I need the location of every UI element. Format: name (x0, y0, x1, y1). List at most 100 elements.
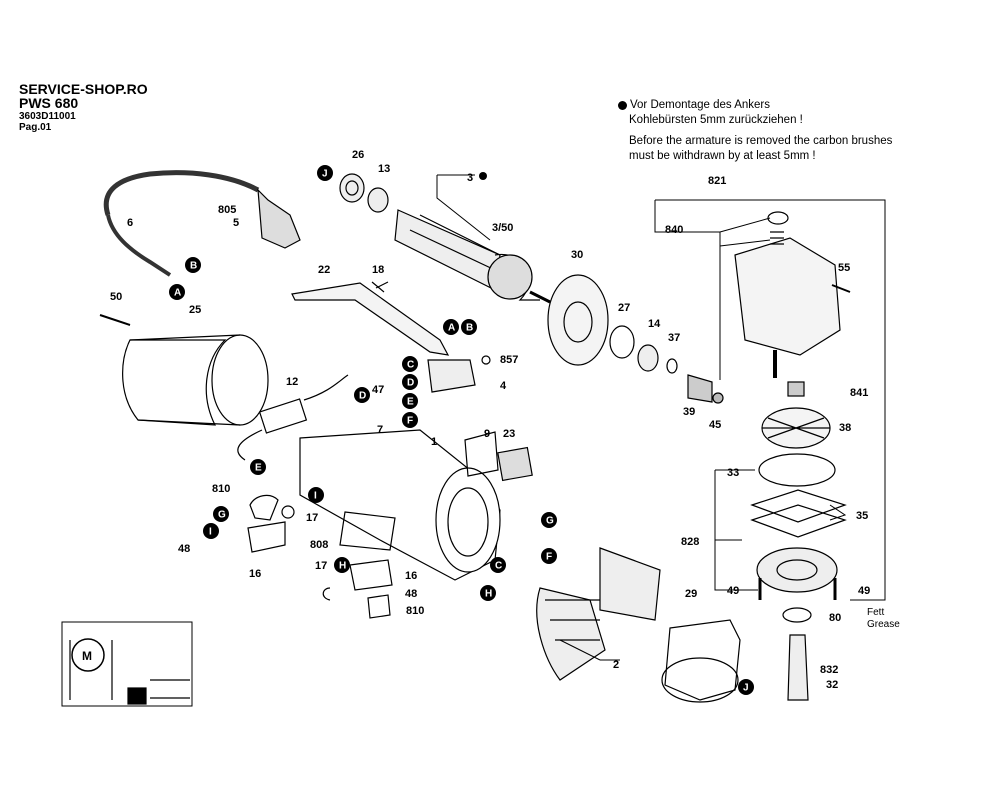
header-block: SERVICE-SHOP.RO PWS 680 3603D11001 Pag.0… (19, 82, 148, 133)
callout-letter: F (546, 552, 552, 563)
label-30: 30 (571, 249, 583, 261)
label-27: 27 (618, 302, 630, 314)
callout-circle-icon (541, 548, 557, 564)
label-810-b: 810 (406, 605, 424, 617)
label-828: 828 (681, 536, 699, 548)
callout-circle-icon (402, 374, 418, 390)
label-16-b: 16 (405, 570, 417, 582)
model-name: PWS 680 (19, 95, 79, 111)
callout-letter: A (174, 288, 181, 299)
note-en-line2: must be withdrawn by at least 5mm ! (629, 150, 816, 162)
grease-de: Fett (867, 607, 885, 618)
callout-letter: C (407, 360, 414, 371)
label-49-a: 49 (727, 585, 739, 597)
label-26: 26 (352, 149, 364, 161)
callout-letter: F (407, 416, 413, 427)
callout-letter: H (485, 589, 492, 600)
callout-letter: E (407, 397, 414, 408)
label-48-a: 48 (178, 543, 190, 555)
label-14: 14 (648, 318, 661, 330)
callout-circle-icon (354, 387, 370, 403)
callout-circle-icon (317, 165, 333, 181)
callout-letter: H (339, 561, 346, 572)
label-3-50: 3/50 (492, 222, 513, 234)
callout-letter: A (448, 323, 455, 334)
callout-letter: G (546, 516, 554, 527)
label-38: 38 (839, 422, 851, 434)
callout-letter: E (255, 463, 262, 474)
label-50: 50 (110, 291, 122, 303)
label-6: 6 (127, 217, 133, 229)
label-857: 857 (500, 354, 518, 366)
label-48-b: 48 (405, 588, 417, 600)
callout-circle-icon (185, 257, 201, 273)
callout-circle-icon (250, 459, 266, 475)
note-reference-dot-icon (479, 172, 487, 180)
callout-letter: I (209, 527, 212, 538)
callout-circle-icon (443, 319, 459, 335)
callout-circle-icon (308, 487, 324, 503)
note-en-line1: Before the armature is removed the carbo… (629, 135, 893, 147)
label-35: 35 (856, 510, 868, 522)
label-840: 840 (665, 224, 683, 236)
page-number: Pag.01 (19, 122, 52, 133)
label-80: 80 (829, 612, 841, 624)
label-832: 832 (820, 664, 838, 676)
bullet-dot-icon (618, 101, 627, 110)
callout-letter: C (495, 561, 502, 572)
callout-letter: B (466, 323, 473, 334)
callout-circle-icon (402, 412, 418, 428)
callout-letter: J (322, 169, 328, 180)
callout-circle-icon (169, 284, 185, 300)
label-32: 32 (826, 679, 838, 691)
callout-circle-icon (334, 557, 350, 573)
part-number: 3603D11001 (19, 111, 76, 122)
label-12: 12 (286, 376, 298, 388)
grease-note: Fett Grease (867, 607, 900, 631)
note-de-line2: Kohlebürsten 5mm zurückziehen ! (629, 114, 803, 126)
label-47: 47 (372, 384, 384, 396)
label-17-b: 17 (315, 560, 327, 572)
callout-letter: J (743, 683, 749, 694)
label-9: 9 (484, 428, 490, 440)
grease-en: Grease (867, 619, 900, 630)
label-7: 7 (377, 424, 383, 436)
callout-letter: I (314, 491, 317, 502)
callout-circle-icon (203, 523, 219, 539)
motor-symbol-label: M (82, 649, 92, 663)
label-23: 23 (503, 428, 515, 440)
label-39: 39 (683, 406, 695, 418)
callout-circle-icon (461, 319, 477, 335)
label-821: 821 (708, 175, 726, 187)
callout-letter: D (359, 391, 366, 402)
label-841: 841 (850, 387, 868, 399)
callout-circle-icon (541, 512, 557, 528)
callout-circle-icon (402, 356, 418, 372)
label-25: 25 (189, 304, 201, 316)
label-3: 3 (467, 172, 473, 184)
label-18: 18 (372, 264, 384, 276)
label-55: 55 (838, 262, 850, 274)
label-805: 805 (218, 204, 236, 216)
note-de-line1: Vor Demontage des Ankers (630, 99, 770, 111)
part-number-labels: 26 13 3 3/50 805 5 6 22 18 30 50 25 27 1… (82, 149, 870, 691)
label-810: 810 (212, 483, 230, 495)
callout-circle-icon (480, 585, 496, 601)
callout-circle-icon (490, 557, 506, 573)
label-2: 2 (613, 659, 619, 671)
label-4: 4 (500, 380, 507, 392)
label-1: 1 (431, 436, 437, 448)
label-45: 45 (709, 419, 721, 431)
label-37: 37 (668, 332, 680, 344)
label-17-a: 17 (306, 512, 318, 524)
label-33: 33 (727, 467, 739, 479)
shop-name: SERVICE-SHOP.RO (19, 81, 148, 97)
callout-letter: G (218, 510, 226, 521)
part-drawings (61, 170, 886, 707)
callout-circle-icon (213, 506, 229, 522)
label-13: 13 (378, 163, 390, 175)
callout-letter: D (407, 378, 414, 389)
label-29: 29 (685, 588, 697, 600)
label-16-a: 16 (249, 568, 261, 580)
